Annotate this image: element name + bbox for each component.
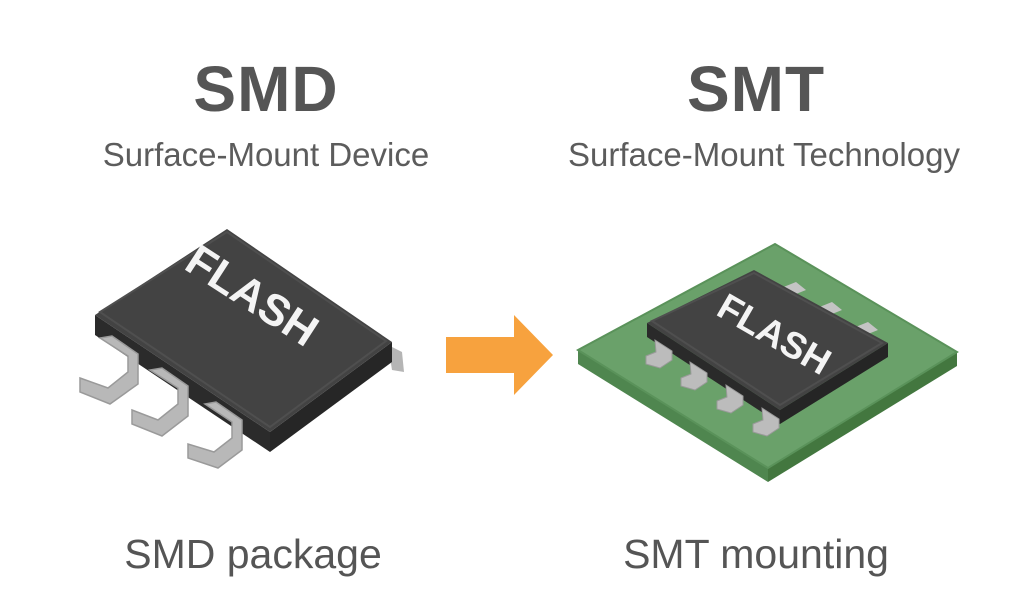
chip-pin [79, 335, 139, 405]
chip-side-right [780, 343, 888, 424]
chip-pin [645, 339, 673, 369]
chip-pin [680, 361, 708, 391]
smd-subtitle: Surface-Mount Device [102, 136, 430, 173]
chip-pin [131, 367, 189, 437]
chip-top-bevel [98, 230, 388, 429]
smd-caption: SMD package [124, 531, 382, 577]
smd-title: SMD [193, 53, 339, 125]
smt-title: SMT [686, 53, 826, 125]
pcb-edge-right [768, 352, 957, 482]
smt-subtitle: Surface-Mount Technology [568, 136, 960, 173]
smd-chip-icon: FLASH [79, 229, 404, 469]
chip-pin [187, 401, 243, 469]
chip-side-front [647, 323, 780, 424]
arrow-right-icon [446, 315, 553, 395]
chip-pin [716, 384, 744, 414]
smt-caption: SMT mounting [623, 531, 889, 577]
chip-side-right [270, 342, 392, 452]
chip-on-pcb-icon: FLASH [576, 242, 959, 482]
chip-top-bevel [649, 271, 885, 407]
chip-pin [752, 407, 780, 437]
chip-top [95, 229, 392, 432]
